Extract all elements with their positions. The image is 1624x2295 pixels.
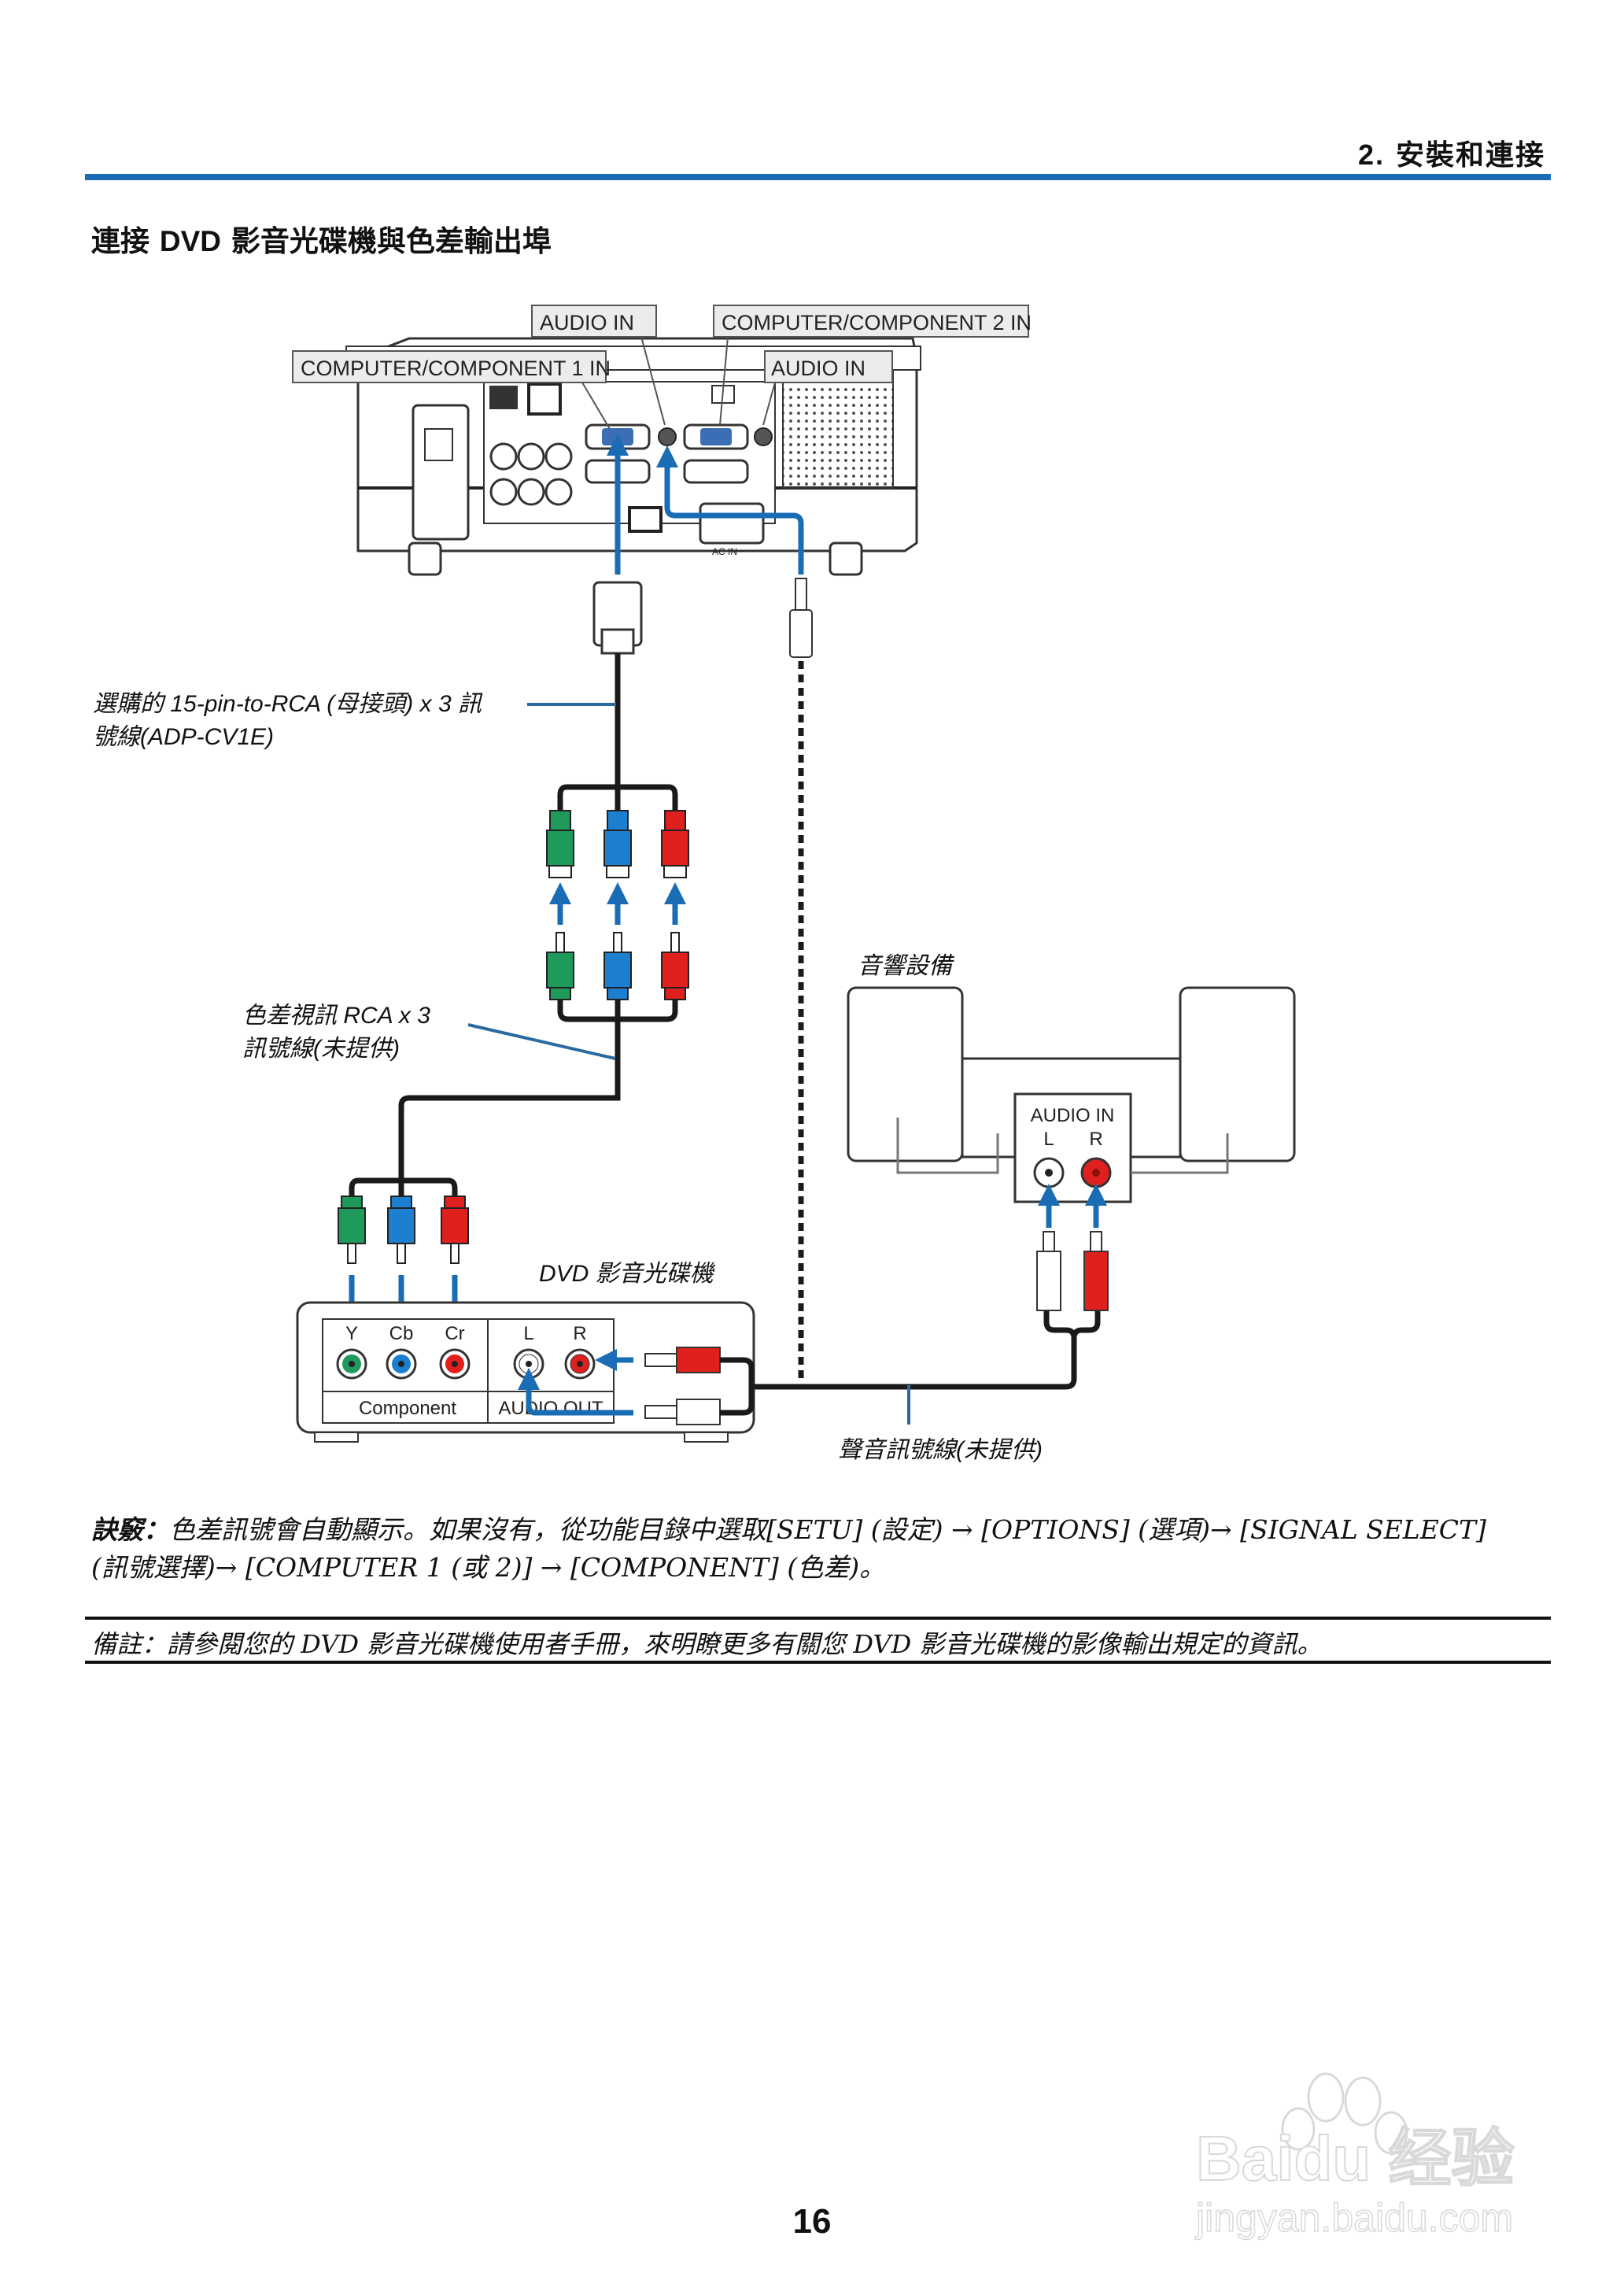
male-rca-0 (546, 932, 574, 1000)
section-title-suffix: 影音光碟機與色差輸出埠 (231, 224, 552, 258)
watermark-url: jingyan.baidu.com (1194, 2196, 1513, 2240)
caption-optional-cable-line1: 選購的 15-pin-to-RCA (母接頭) x 3 訊 (93, 691, 482, 717)
caption-audio-cable: 聲音訊號線(未提供) (838, 1437, 1043, 1463)
caption-component-cable-line1: 色差視訊 RCA x 3 (242, 1003, 430, 1029)
connection-arrows-projector (607, 434, 804, 575)
female-rca-1 (603, 810, 632, 878)
section-title: 連接 DVD 影音光碟機與色差輸出埠 (91, 217, 552, 260)
adapter-branch (557, 784, 678, 811)
male-rca-connectors-top (546, 932, 689, 1000)
male-rca-1 (603, 932, 632, 1000)
female-rca-connectors (546, 810, 689, 878)
tip-line1: 色差訊號會自動顯示。如果沒有，從功能目錄中選取[SETU] (設定) → [OP… (169, 1514, 1486, 1545)
female-rca-0 (546, 810, 574, 878)
page-number: 16 (792, 2202, 832, 2241)
up-arrows (549, 882, 686, 925)
speaker-audio-plugs (1036, 1231, 1109, 1311)
chapter-number: 2. (1357, 139, 1385, 171)
header-rule (85, 174, 1551, 180)
projector-labels: COMPUTER/COMPONENT 1 IN AUDIO IN COMPUTE… (292, 305, 1032, 430)
speaker-right-label: R (1089, 1129, 1102, 1150)
dvd-port-label: Y (345, 1323, 358, 1344)
baidu-watermark: Baidu 经验 jingyan.baidu.com (1194, 2072, 1515, 2241)
label-audio-in-2: AUDIO IN (771, 357, 866, 380)
dvd-port-label: Cr (445, 1323, 464, 1344)
chapter-title: 安裝和連接 (1395, 139, 1545, 172)
caption-leader-component-cable (467, 1023, 616, 1060)
male-rca-2 (661, 932, 689, 1000)
caption-audio-equipment: 音響設備 (858, 953, 952, 979)
caption-optional-cable-line2: 號線(ADP-CV1E) (93, 724, 275, 750)
dvd-audio-plugs (644, 1347, 721, 1425)
dvd-audio-port-label: L (523, 1323, 533, 1344)
vga-plug (592, 581, 643, 655)
speaker-arrows (1038, 1184, 1107, 1228)
ac-in-label: AC IN ~ (712, 546, 745, 557)
dvd-audio-label: AUDIO OUT (498, 1398, 603, 1419)
dvd-port-label: Cb (389, 1323, 414, 1344)
section-title-prefix: 連接 (91, 224, 149, 258)
caption-component-cable-line2: 訊號線(未提供) (242, 1036, 400, 1062)
audio-cable-solid (720, 1310, 1101, 1416)
audio-equipment: AUDIO IN L R (847, 986, 1296, 1203)
female-rca-2 (661, 810, 689, 878)
note-rule-top (85, 1617, 1551, 1620)
component-cable (349, 1000, 678, 1196)
mini-jack-plug (789, 578, 813, 658)
connection-diagram: AC IN ~ COMPUTER/COMPONENT 1 IN AUDIO IN… (292, 305, 1296, 1443)
paw-icon (1307, 2072, 1345, 2123)
tip-paragraph: 訣竅：色差訊號會自動顯示。如果沒有，從功能目錄中選取[SETU] (設定) → … (91, 1511, 1555, 1587)
dvd-audio-arrows (518, 1349, 633, 1416)
speaker-audio-in-label: AUDIO IN (1031, 1105, 1115, 1126)
dvd-male-rca-1 (387, 1196, 415, 1264)
tip-line2: (訊號選擇)→ [COMPUTER 1 (或 2)] → [COMPONENT]… (91, 1552, 886, 1583)
dvd-audio-port-label: R (573, 1323, 586, 1344)
dvd-male-rca-2 (441, 1196, 469, 1264)
label-audio-in-1: AUDIO IN (540, 311, 634, 334)
watermark-brand: Baidu 经验 (1196, 2123, 1514, 2193)
section-title-en: DVD (159, 225, 222, 257)
tip-lead: 訣竅： (91, 1514, 169, 1545)
label-computer-component-2-in: COMPUTER/COMPONENT 2 IN (722, 311, 1032, 334)
dvd-male-rca-0 (338, 1196, 366, 1264)
note-rule-bottom (85, 1661, 1551, 1664)
speaker-left-label: L (1043, 1129, 1054, 1150)
note-text: 備註：請參閱您的 DVD 影音光碟機使用者手冊，來明瞭更多有關您 DVD 影音光… (91, 1629, 1323, 1659)
caption-dvd-player: DVD 影音光碟機 (539, 1261, 714, 1287)
male-rca-connectors-dvd (338, 1196, 469, 1264)
chapter-heading: 2. 安裝和連接 (1358, 132, 1545, 173)
label-computer-component-1-in: COMPUTER/COMPONENT 1 IN (301, 357, 611, 380)
dvd-player: Y Cb Cr L R Component AUDIO OUT (296, 1301, 755, 1443)
dvd-component-label: Component (359, 1398, 456, 1419)
